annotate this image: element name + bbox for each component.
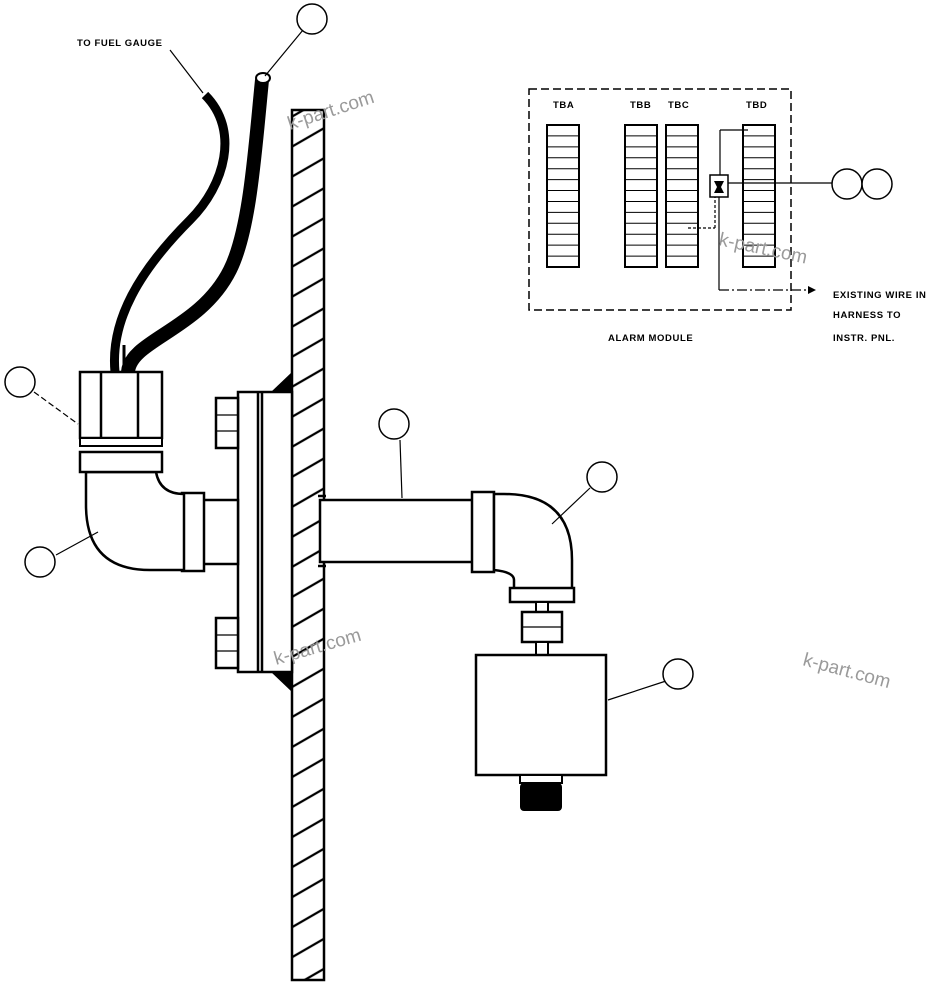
callout-module-2 [861,168,893,200]
terminal-strip-tba [546,124,580,268]
callout-module-1 [831,168,863,200]
label-tbb: TBB [630,100,651,111]
module-wiring [688,129,832,294]
label-existing-wire-3: INSTR. PNL. [833,333,895,344]
callout-tube [378,408,410,440]
callout-float [662,658,694,690]
label-alarm-module: ALARM MODULE [608,333,693,344]
lower-bolt [214,616,240,670]
callout-elbow [24,546,56,578]
alarm-module-box [528,88,792,311]
watermark-1: k-part.com [285,87,377,135]
inner-elbow-collar [508,586,576,604]
float-body [474,653,608,777]
outer-tube [180,491,240,573]
sender-connector [78,370,164,447]
terminal-strips [546,124,776,268]
watermark-4: k-part.com [801,650,893,694]
callout-wire [296,3,328,35]
sender-nut [520,601,564,657]
terminal-strip-tbd [742,124,776,268]
callout-connector [4,366,36,398]
label-tbc: TBC [668,100,689,111]
inner-tube [318,490,496,574]
outer-elbow [84,470,186,572]
label-fuel-gauge: TO FUEL GAUGE [77,38,163,49]
label-existing-wire-2: HARNESS TO [833,310,901,321]
terminal-strip-tbb [624,124,658,268]
elbow-collar [78,450,164,474]
fuel-gauge-leader [169,49,204,94]
label-existing-wire-1: EXISTING WIRE IN [833,290,927,301]
inner-elbow [492,492,574,592]
float-bottom-plug [519,774,563,811]
wire-harness [109,72,271,374]
label-tbd: TBD [746,100,767,111]
mounting-flange [236,390,294,674]
callout-inner-elbow [586,461,618,493]
terminal-strip-tbc [665,124,699,268]
label-tba: TBA [553,100,574,111]
upper-bolt [214,396,240,450]
callout-leaders [33,29,667,701]
